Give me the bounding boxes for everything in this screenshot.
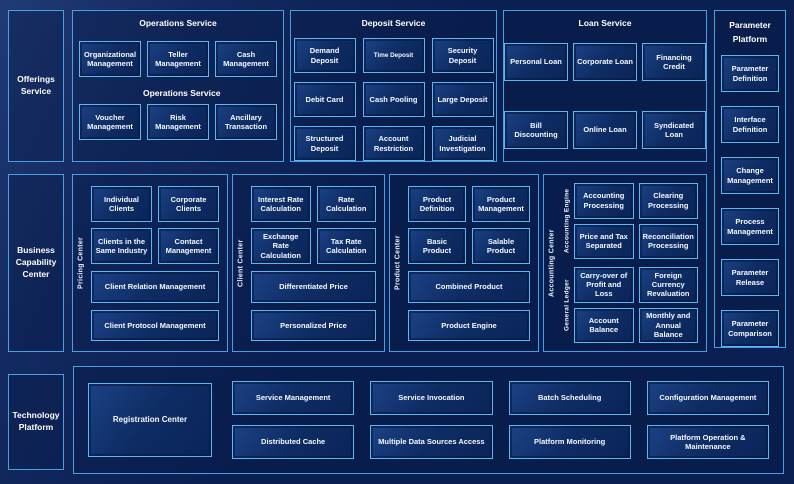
- node-process-management: Process Management: [721, 208, 779, 246]
- node-time-deposit: Time Deposit: [362, 38, 425, 73]
- general-ledger-group: General Ledger Carry-over of Profit and …: [560, 267, 698, 343]
- node-syndicated-loan: Syndicated Loan: [642, 111, 706, 149]
- node-judicial-investigation: Judicial Investigation: [431, 126, 494, 161]
- node-account-balance: Account Balance: [574, 307, 634, 343]
- node-corporate-clients: Corporate Clients: [158, 186, 219, 222]
- node-interface-definition: Interface Definition: [721, 106, 779, 144]
- node-distributed-cache: Distributed Cache: [232, 425, 355, 459]
- node-configuration-management: Configuration Management: [646, 381, 769, 415]
- panel-product-center: Product Center Product Definition Produc…: [389, 174, 539, 352]
- operations-service-inline-label: Operations Service: [143, 88, 221, 98]
- node-platform-monitoring: Platform Monitoring: [508, 425, 631, 459]
- node-product-definition: Product Definition: [408, 186, 466, 222]
- parameter-stack: Parameter Definition Interface Definitio…: [721, 55, 779, 348]
- panel-accounting-center: Accounting Center Accounting Engine Acco…: [543, 174, 707, 352]
- node-differentiated-price: Differentiated Price: [251, 271, 376, 303]
- node-accounting-processing: Accounting Processing: [574, 183, 634, 219]
- node-basic-product: Basic Product: [408, 228, 466, 264]
- node-service-invocation: Service Invocation: [370, 381, 493, 415]
- node-foreign-currency-revaluation: Foreign Currency Revaluation: [638, 267, 698, 303]
- node-parameter-release: Parameter Release: [721, 259, 779, 297]
- node-corporate-loan: Corporate Loan: [573, 43, 637, 81]
- node-client-relation-management: Client Relation Management: [91, 271, 219, 303]
- accounting-center-content: Accounting Engine Accounting Processing …: [560, 175, 706, 351]
- node-demand-deposit: Demand Deposit: [293, 38, 356, 73]
- product-center-content: Product Definition Product Management Ba…: [406, 175, 538, 351]
- node-risk-management: Risk Management: [147, 104, 209, 140]
- client-center-content: Interest Rate Calculation Rate Calculati…: [249, 175, 384, 351]
- node-parameter-comparison: Parameter Comparison: [721, 310, 779, 348]
- operations-row-2: Voucher Management Risk Management Ancil…: [73, 104, 283, 140]
- node-organizational-management: Organizational Management: [79, 41, 141, 77]
- node-clearing-processing: Clearing Processing: [638, 183, 698, 219]
- rail-technology-platform: Technology Platform: [8, 374, 64, 470]
- node-product-management: Product Management: [472, 186, 530, 222]
- node-rate-calculation: Rate Calculation: [316, 186, 376, 222]
- technology-grid: Service Management Service Invocation Ba…: [232, 381, 769, 459]
- node-batch-scheduling: Batch Scheduling: [508, 381, 631, 415]
- panel-technology-platform: Registration Center Service Management S…: [73, 366, 784, 474]
- node-exchange-rate-calculation: Exchange Rate Calculation: [251, 228, 311, 264]
- node-combined-product: Combined Product: [408, 271, 530, 303]
- node-registration-center: Registration Center: [88, 383, 212, 457]
- node-clients-same-industry: Clients in the Same Industry: [91, 228, 152, 264]
- node-ancillary-transaction: Ancillary Transaction: [215, 104, 277, 140]
- node-debit-card: Debit Card: [293, 82, 356, 117]
- node-tax-rate-calculation: Tax Rate Calculation: [316, 228, 376, 264]
- node-reconciliation-processing: Reconciliation Processing: [638, 223, 698, 259]
- panel-client-center: Client Center Interest Rate Calculation …: [232, 174, 385, 352]
- operations-service-title: Operations Service: [139, 18, 217, 28]
- panel-deposit-service: Deposit Service Demand Deposit Time Depo…: [290, 10, 497, 162]
- deposit-grid: Demand Deposit Time Deposit Security Dep…: [291, 38, 496, 161]
- node-personalized-price: Personalized Price: [251, 309, 376, 341]
- vlabel-accounting-engine: Accounting Engine: [563, 188, 571, 254]
- node-price-and-tax-separated: Price and Tax Separated: [574, 223, 634, 259]
- node-parameter-definition: Parameter Definition: [721, 55, 779, 93]
- rail-business-capability-center: Business Capability Center: [8, 174, 64, 352]
- node-account-restriction: Account Restriction: [362, 126, 425, 161]
- node-service-management: Service Management: [232, 381, 355, 415]
- loan-grid: Personal Loan Corporate Loan Financing C…: [504, 43, 706, 149]
- node-multiple-data-sources-access: Multiple Data Sources Access: [370, 425, 493, 459]
- node-cash-management: Cash Management: [215, 41, 277, 77]
- pricing-center-content: Individual Clients Corporate Clients Cli…: [89, 175, 227, 351]
- vlabel-pricing-center: Pricing Center: [77, 236, 85, 290]
- node-large-deposit: Large Deposit: [431, 82, 494, 117]
- node-individual-clients: Individual Clients: [91, 186, 152, 222]
- node-security-deposit: Security Deposit: [431, 38, 494, 73]
- panel-pricing-center: Pricing Center Individual Clients Corpor…: [72, 174, 228, 352]
- node-voucher-management: Voucher Management: [79, 104, 141, 140]
- panel-parameter-platform: Parameter Platform Parameter Definition …: [714, 10, 786, 348]
- node-bill-discounting: Bill Discounting: [504, 111, 568, 149]
- parameter-platform-title: Parameter Platform: [729, 20, 771, 44]
- node-carry-over-profit-loss: Carry-over of Profit and Loss: [574, 267, 634, 303]
- vlabel-accounting-center: Accounting Center: [548, 229, 556, 297]
- vlabel-general-ledger: General Ledger: [563, 279, 571, 331]
- panel-loan-service: Loan Service Personal Loan Corporate Loa…: [503, 10, 707, 162]
- panel-operations-service: Operations Service Organizational Manage…: [72, 10, 284, 162]
- node-client-protocol-management: Client Protocol Management: [91, 309, 219, 341]
- rail-offerings-service: Offerings Service: [8, 10, 64, 162]
- vlabel-client-center: Client Center: [237, 239, 245, 287]
- node-personal-loan: Personal Loan: [504, 43, 568, 81]
- node-teller-management: Teller Management: [147, 41, 209, 77]
- node-online-loan: Online Loan: [573, 111, 637, 149]
- node-interest-rate-calculation: Interest Rate Calculation: [251, 186, 311, 222]
- node-product-engine: Product Engine: [408, 309, 530, 341]
- node-platform-operation-maintenance: Platform Operation & Maintenance: [646, 425, 769, 459]
- vlabel-product-center: Product Center: [394, 235, 402, 291]
- node-cash-pooling: Cash Pooling: [362, 82, 425, 117]
- node-structured-deposit: Structured Deposit: [293, 126, 356, 161]
- node-change-management: Change Management: [721, 157, 779, 195]
- node-salable-product: Salable Product: [472, 228, 530, 264]
- operations-row-1: Organizational Management Teller Managem…: [73, 41, 283, 77]
- node-financing-credit: Financing Credit: [642, 43, 706, 81]
- deposit-service-title: Deposit Service: [361, 18, 426, 28]
- node-monthly-annual-balance: Monthly and Annual Balance: [638, 307, 698, 343]
- loan-service-title: Loan Service: [578, 18, 632, 28]
- node-contact-management: Contact Management: [158, 228, 219, 264]
- accounting-engine-group: Accounting Engine Accounting Processing …: [560, 183, 698, 259]
